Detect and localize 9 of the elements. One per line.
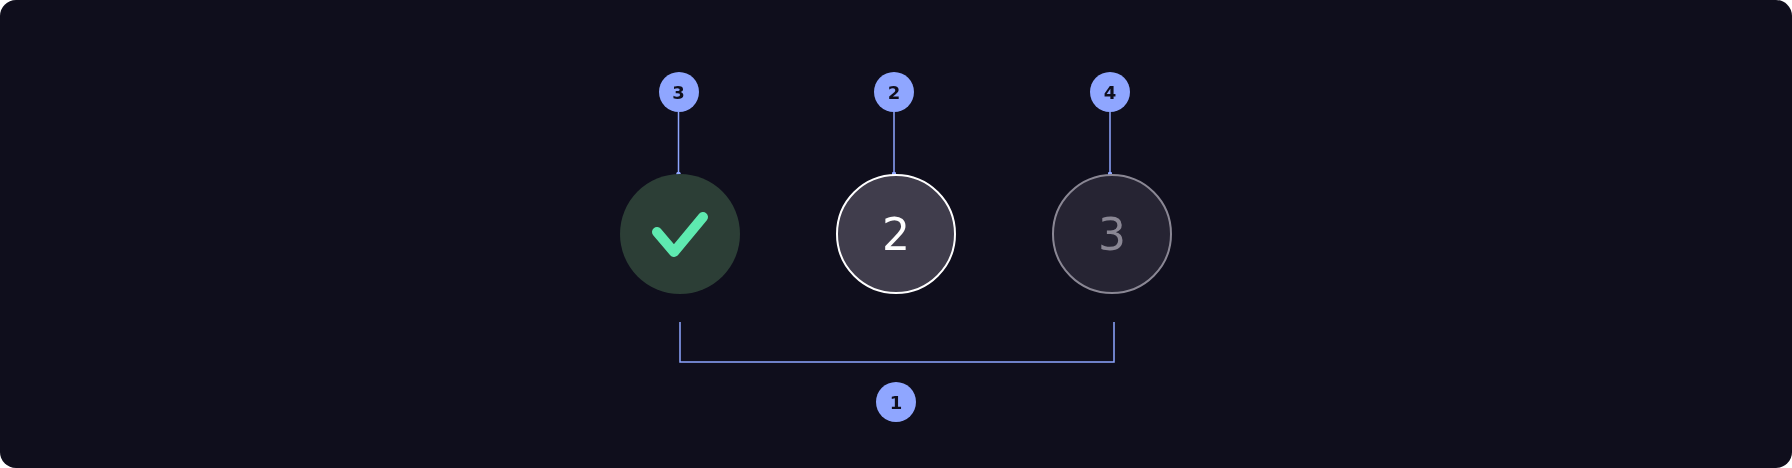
leader-line [676,111,681,177]
callout-label: 3 [672,81,685,103]
callout-label: 4 [1103,81,1117,103]
callout-label: 2 [887,81,901,103]
step-number: 3 [1098,208,1126,260]
leader-line [1107,111,1113,177]
step-number: 2 [882,208,910,260]
callout-label: 1 [889,391,903,413]
leader-line [891,111,897,177]
